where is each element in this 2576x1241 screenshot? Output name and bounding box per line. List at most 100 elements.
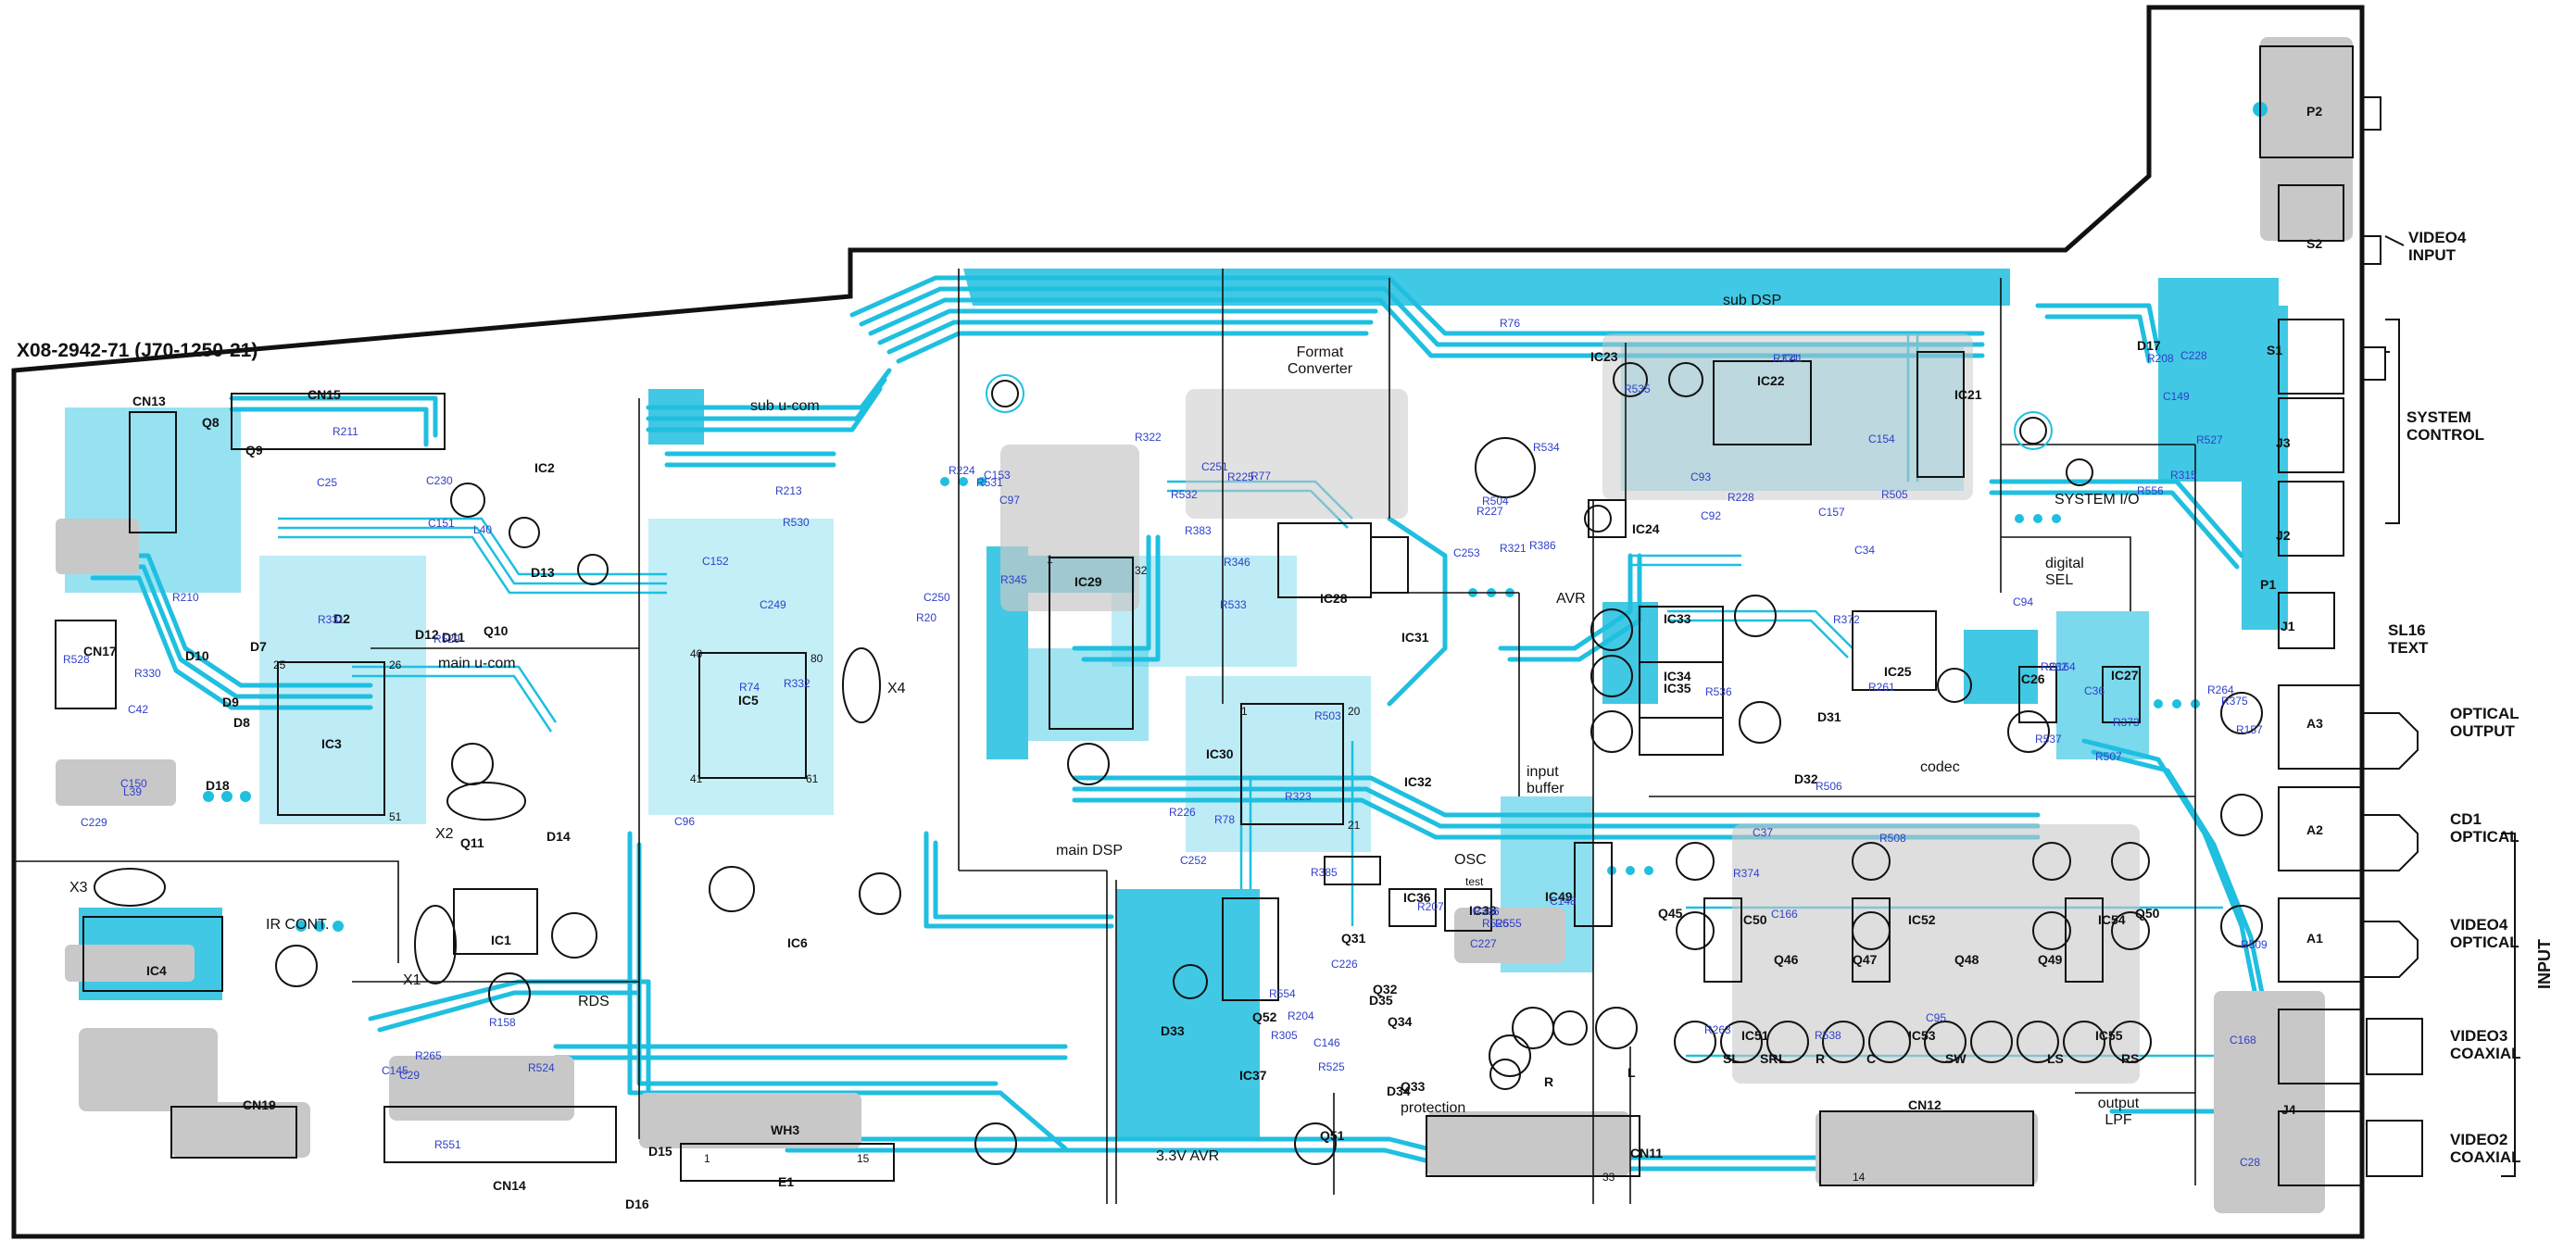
component-ref-c42: C42: [128, 703, 149, 716]
component-ref-r509: R509: [2241, 938, 2268, 951]
component-ref-c94: C94: [2013, 595, 2034, 608]
component-ref-r386: R386: [1529, 539, 1556, 552]
pin-label: 32: [1135, 564, 1148, 577]
part-label-q34: Q34: [1388, 1014, 1413, 1029]
component-ref-r373: R373: [2113, 716, 2140, 729]
part-label-q52: Q52: [1252, 1009, 1277, 1024]
part-label-q46: Q46: [1774, 952, 1799, 967]
component-ref-r526: R526: [1482, 917, 1509, 930]
ic-label-ic32: IC32: [1404, 774, 1432, 789]
connector-label-j4: J4: [2281, 1102, 2296, 1117]
component-ref-c34: C34: [1854, 544, 1876, 557]
channel-label-r2: R: [1816, 1051, 1826, 1066]
silk-lines: [14, 269, 2196, 1204]
component-ref-r208: R208: [2147, 352, 2174, 365]
component-ref-r158: R158: [489, 1016, 516, 1029]
connector-label-j3: J3: [2276, 435, 2291, 450]
connector-label-e1: E1: [778, 1174, 795, 1189]
part-label-d10: D10: [185, 648, 209, 663]
component-ref-r537: R537: [2035, 733, 2062, 746]
ic-label-ic54: IC54: [2098, 912, 2126, 927]
ic-label-ic4: IC4: [146, 963, 167, 978]
channel-label-sl: SL: [1723, 1051, 1740, 1066]
pin-label: 33: [1602, 1171, 1615, 1184]
component-ref-c152: C152: [702, 555, 729, 568]
ic-label-ic55: IC55: [2095, 1028, 2123, 1043]
component-ref-r323: R323: [1285, 790, 1312, 803]
component-ref-r204: R204: [1288, 1009, 1314, 1022]
part-label-d7: D7: [250, 639, 267, 654]
channel-label-r1: R: [1544, 1074, 1554, 1089]
part-label-x3: X3: [69, 880, 88, 896]
channel-label-sr: SR: [1760, 1051, 1778, 1066]
mounting-holes: [986, 374, 2053, 450]
component-ref-r532: R532: [1171, 488, 1198, 501]
ic-outlines: [82, 351, 2141, 1001]
component-ref-r264: R264: [2207, 683, 2234, 696]
component-ref-r262: R262: [2041, 660, 2067, 673]
io-label-video2-coaxial: VIDEO2 COAXIAL: [2450, 1131, 2521, 1166]
ic-label-ic38: IC38: [1469, 903, 1497, 918]
ic-label-ic1: IC1: [491, 933, 511, 947]
component-ref-r76: R76: [1500, 317, 1521, 330]
component-ref-c150: C150: [120, 777, 147, 790]
board-outline: [11, 5, 2365, 1239]
part-label-q9: Q9: [245, 443, 263, 458]
component-ref-c228: C228: [2180, 349, 2207, 362]
ic-label-ic5: IC5: [738, 693, 759, 708]
component-ref-r551: R551: [434, 1138, 461, 1151]
component-ref-r383: R383: [1185, 524, 1212, 537]
component-ref-r508: R508: [1879, 832, 1906, 845]
component-ref-c145: C145: [382, 1064, 408, 1077]
part-label-q50: Q50: [2135, 906, 2160, 921]
component-ref-r74: R74: [739, 681, 760, 694]
block-label-sub-ucom: sub u-com: [750, 398, 820, 414]
part-label-q10: Q10: [484, 623, 509, 638]
ic-label-ic2: IC2: [534, 460, 555, 475]
channel-label-sw: SW: [1945, 1051, 1967, 1066]
part-label-q32: Q32: [1373, 982, 1398, 997]
part-label-q8: Q8: [202, 415, 220, 430]
pin-label: 25: [273, 658, 286, 671]
ic-label-ic27: IC27: [2111, 668, 2139, 683]
connector-outlines: [55, 45, 2423, 1186]
crystals: [94, 647, 881, 984]
ic-label-ic31: IC31: [1401, 630, 1429, 645]
ic-label-ic36: IC36: [1403, 890, 1431, 905]
block-label-test: test: [1465, 875, 1484, 888]
connector-label-cn13: CN13: [132, 394, 166, 408]
component-ref-r210: R210: [172, 591, 199, 604]
part-label-d11: D11: [442, 630, 465, 645]
component-ref-r315: R315: [2170, 469, 2197, 482]
component-ref-r527: R527: [2196, 433, 2223, 446]
block-label-avr: AVR: [1556, 591, 1586, 607]
pin-label: 20: [1348, 705, 1361, 718]
connector-label-s2: S2: [2306, 236, 2323, 251]
component-ref-c151: C151: [428, 517, 455, 530]
part-label-d13: D13: [531, 565, 555, 580]
component-ref-r529: R529: [434, 633, 460, 646]
component-ref-r525: R525: [1318, 1060, 1345, 1073]
io-label-system-control: SYSTEM CONTROL: [2406, 408, 2485, 444]
component-ref-r345: R345: [1000, 573, 1027, 586]
ic-label-ic28: IC28: [1320, 591, 1348, 606]
component-ref-r265: R265: [415, 1049, 442, 1062]
pin-label: 41: [690, 772, 703, 785]
channel-label-rs: RS: [2121, 1051, 2140, 1066]
pin-label: 26: [389, 658, 402, 671]
part-label-d16: D16: [625, 1197, 649, 1211]
component-ref-c229: C229: [81, 816, 107, 829]
component-ref-r207: R207: [1417, 900, 1444, 913]
connector-label-cn19: CN19: [243, 1097, 276, 1112]
component-ref-c250: C250: [924, 591, 950, 604]
component-ref-c166: C166: [1771, 908, 1798, 921]
part-label-q45: Q45: [1658, 906, 1683, 921]
part-label-d34: D34: [1387, 1084, 1411, 1098]
component-ref-r556: R556: [2137, 484, 2164, 497]
component-ref-c252: C252: [1180, 854, 1207, 867]
part-label-d15: D15: [648, 1144, 672, 1159]
ic-label-ic24: IC24: [1632, 521, 1660, 536]
component-ref-r331: R331: [318, 613, 345, 626]
component-ref-c92: C92: [1701, 509, 1722, 522]
io-label-cd1-optical: CD1 OPTICAL: [2450, 810, 2519, 846]
